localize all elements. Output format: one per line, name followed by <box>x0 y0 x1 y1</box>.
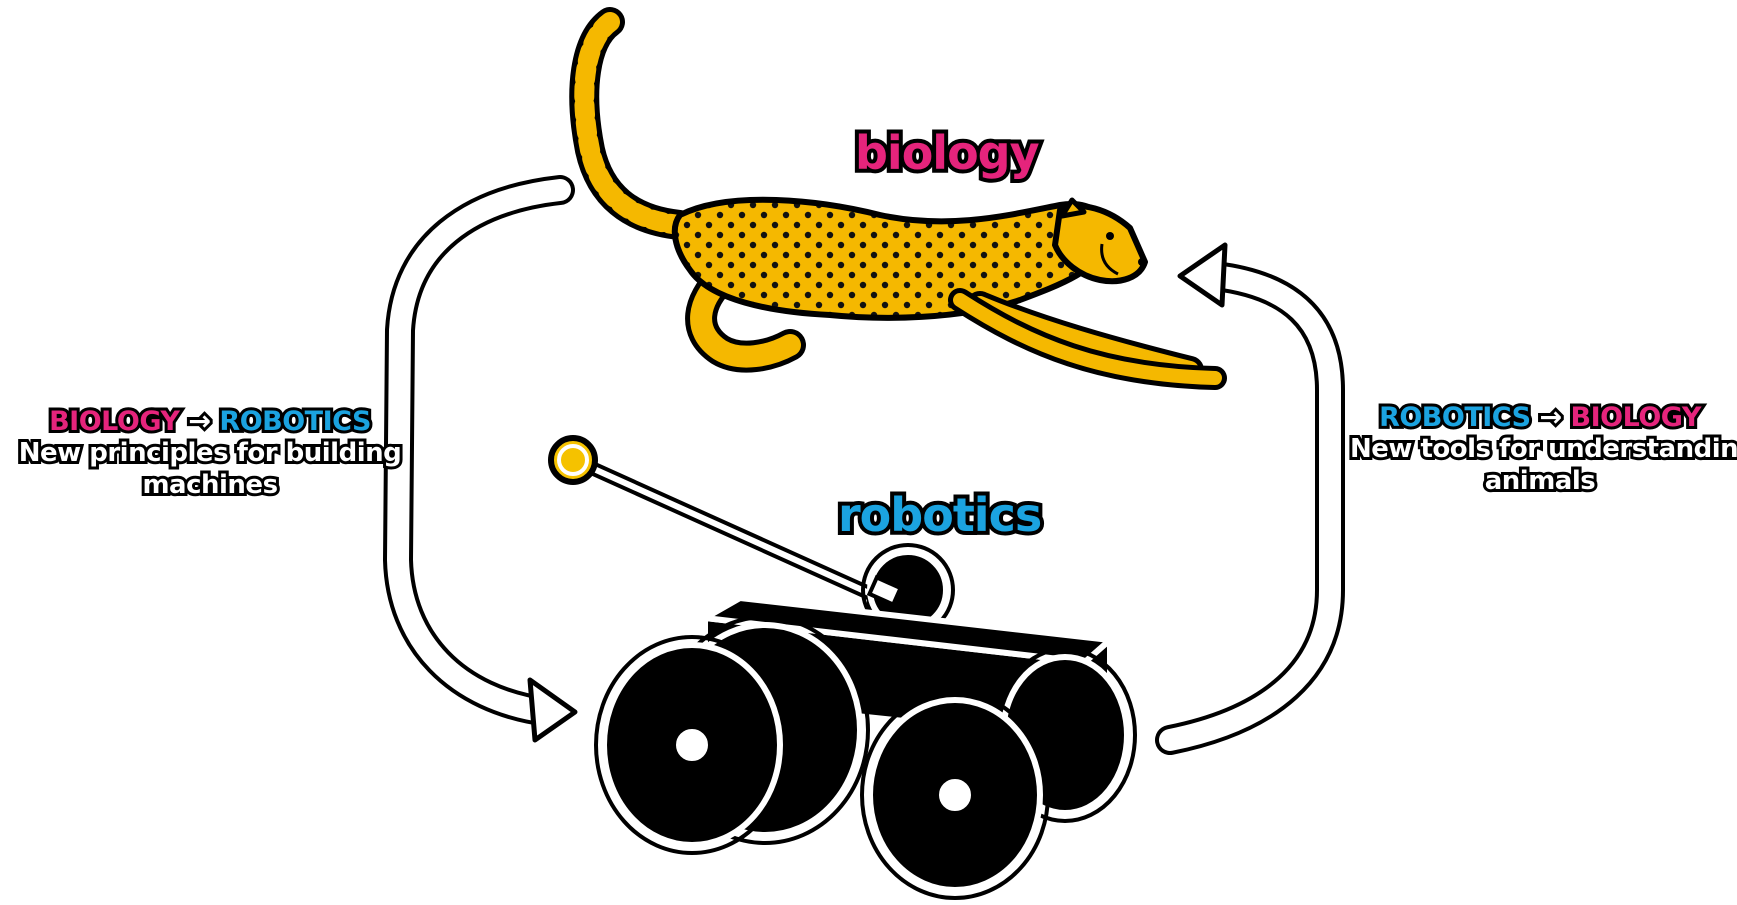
left-caption-line2: machines <box>139 467 281 503</box>
right-caption-line1: New tools for understanding <box>1347 431 1737 467</box>
cycle-arrow-left <box>382 175 578 743</box>
cycle-arrow-right <box>1155 242 1345 755</box>
robot-rover-icon <box>548 435 1137 900</box>
right-caption-to: BIOLOGY <box>1568 399 1705 436</box>
right-caption-arrow: → <box>1536 399 1565 436</box>
left-caption-line1: New principles for building <box>16 435 405 471</box>
left-caption-from: BIOLOGY <box>46 403 183 440</box>
left-caption: BIOLOGY → ROBOTICS New principles for bu… <box>10 403 410 503</box>
left-caption-to: ROBOTICS <box>216 403 374 440</box>
right-caption-heading: ROBOTICS → BIOLOGY <box>1350 399 1730 436</box>
left-caption-heading: BIOLOGY → ROBOTICS <box>10 403 410 440</box>
left-caption-arrow: → <box>185 403 214 440</box>
robotics-label: robotics <box>834 488 1046 542</box>
cheetah-icon <box>569 7 1227 390</box>
right-caption-line2: animals <box>1482 463 1599 499</box>
right-caption: ROBOTICS → BIOLOGY New tools for underst… <box>1347 399 1737 499</box>
biology-label: biology <box>851 126 1044 180</box>
right-caption-from: ROBOTICS <box>1376 399 1534 436</box>
